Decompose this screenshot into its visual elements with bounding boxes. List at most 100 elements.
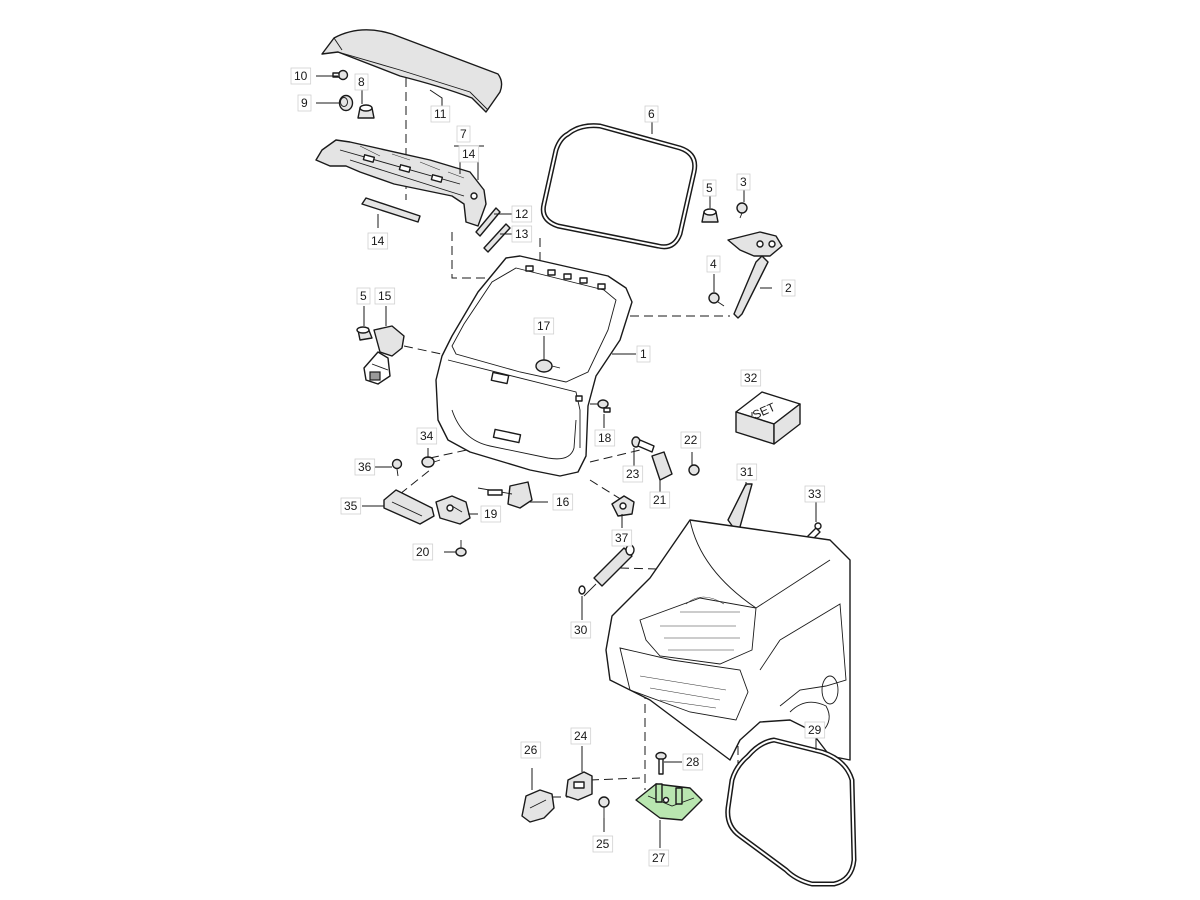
clip-nut-part-8[interactable]	[357, 104, 375, 119]
pin-part-23[interactable]	[631, 436, 655, 453]
callout-number: 15	[378, 289, 392, 303]
callout-number: 4	[710, 257, 717, 271]
bolt-part-20[interactable]	[455, 540, 467, 557]
callout-14-top: 14	[458, 145, 480, 163]
callout-22: 22	[680, 431, 702, 449]
lock-part-19[interactable]	[435, 495, 471, 525]
stopper-part-21[interactable]	[651, 451, 673, 481]
callout-number: 25	[596, 837, 610, 851]
callout-number: 13	[515, 227, 529, 241]
rear-spoiler-part[interactable]	[321, 29, 503, 113]
striker-part-37[interactable]	[611, 495, 635, 517]
hinge-part-2[interactable]	[727, 231, 783, 319]
callout-box	[511, 205, 533, 223]
callout-number: 5	[706, 181, 713, 195]
strip-part-14[interactable]	[361, 197, 421, 223]
callout-number: 29	[808, 723, 822, 737]
callout-box	[804, 721, 826, 739]
callout-14: 14	[367, 232, 389, 250]
callout-number: 22	[684, 433, 698, 447]
callout-box	[594, 429, 616, 447]
callout-24: 24	[570, 727, 592, 745]
gas-strut-part-30[interactable]	[578, 544, 635, 597]
callout-25: 25	[592, 835, 614, 853]
callout-labels: 10 9 8 11 7 14 14 12 13 6 5 3 2 4 5 15 1…	[290, 67, 826, 867]
callout-number: 31	[740, 465, 754, 479]
callout-30: 30	[570, 621, 592, 639]
callout-box	[533, 317, 555, 335]
callout-1: 1	[636, 345, 651, 363]
callout-number: 5	[360, 289, 367, 303]
kit-set-box-part-32[interactable]: SET	[735, 391, 801, 445]
lock-actuator-part-15[interactable]	[363, 325, 405, 385]
spoiler-bracket-part[interactable]	[315, 139, 487, 227]
callout-4: 4	[706, 255, 721, 273]
grommet-part-5-left[interactable]	[356, 326, 373, 341]
bolt-part-28[interactable]	[655, 751, 667, 775]
callout-number: 1	[640, 347, 647, 361]
screw-part-10[interactable]	[332, 69, 349, 81]
plate-light-part-35[interactable]	[383, 489, 435, 525]
callout-8: 8	[354, 73, 369, 91]
latch-striker-part-27[interactable]	[635, 783, 703, 821]
callout-box	[430, 105, 451, 123]
callout-number: 9	[301, 96, 308, 110]
callout-20: 20	[412, 543, 434, 561]
callout-box	[374, 287, 396, 305]
bolt-part-4[interactable]	[708, 292, 725, 307]
callout-5-top: 5	[702, 179, 717, 197]
callout-number: 3	[740, 175, 747, 189]
tailgate-body-seal-part-29[interactable]	[725, 737, 857, 887]
callout-15: 15	[374, 287, 396, 305]
callout-box	[736, 173, 751, 191]
grommet-part-5-top[interactable]	[701, 208, 719, 223]
callout-box	[570, 727, 592, 745]
callout-number: 19	[484, 507, 498, 521]
side-strip-part-13[interactable]	[483, 223, 511, 253]
cap-part-9[interactable]	[338, 94, 354, 112]
callout-31: 31	[736, 463, 758, 481]
screw-part-25[interactable]	[598, 796, 610, 818]
window-seal-part-6[interactable]	[540, 123, 698, 250]
bracket-part-24[interactable]	[565, 771, 593, 801]
callout-26: 26	[520, 741, 542, 759]
callout-box	[340, 497, 362, 515]
callout-number: 24	[574, 729, 588, 743]
callout-number: 11	[434, 107, 447, 121]
pin-part-18[interactable]	[597, 399, 611, 413]
callout-box	[297, 94, 312, 112]
callout-box	[648, 849, 670, 867]
screw-part-36[interactable]	[391, 458, 403, 477]
callout-35: 35	[340, 497, 362, 515]
callout-box	[636, 345, 651, 363]
callout-13: 13	[511, 225, 533, 243]
callout-19: 19	[480, 505, 502, 523]
callout-18: 18	[594, 429, 616, 447]
callout-box	[511, 225, 533, 243]
callout-box	[354, 73, 369, 91]
cover-part-26[interactable]	[521, 789, 555, 823]
callout-box	[644, 105, 659, 123]
bumper-part-34[interactable]	[421, 456, 441, 468]
latch-part-16[interactable]	[477, 481, 533, 509]
callout-box	[416, 427, 438, 445]
screw-part-22[interactable]	[688, 464, 700, 476]
callout-number: 2	[785, 281, 792, 295]
side-strip-part-12[interactable]	[475, 207, 501, 237]
callout-28: 28	[682, 753, 704, 771]
callout-box	[702, 179, 717, 197]
callout-box	[480, 505, 502, 523]
callout-number: 14	[371, 234, 385, 248]
callout-number: 33	[808, 487, 822, 501]
callout-7: 7	[456, 125, 471, 143]
tailgate-panel-part-1[interactable]	[435, 255, 633, 477]
callout-box	[356, 287, 371, 305]
callout-box	[367, 232, 389, 250]
callout-11: 11	[430, 105, 451, 123]
callout-box	[611, 529, 633, 547]
callout-number: 17	[537, 319, 551, 333]
callout-number: 14	[462, 147, 476, 161]
bolt-part-3[interactable]	[736, 202, 748, 219]
motor-part-17[interactable]	[535, 359, 561, 373]
